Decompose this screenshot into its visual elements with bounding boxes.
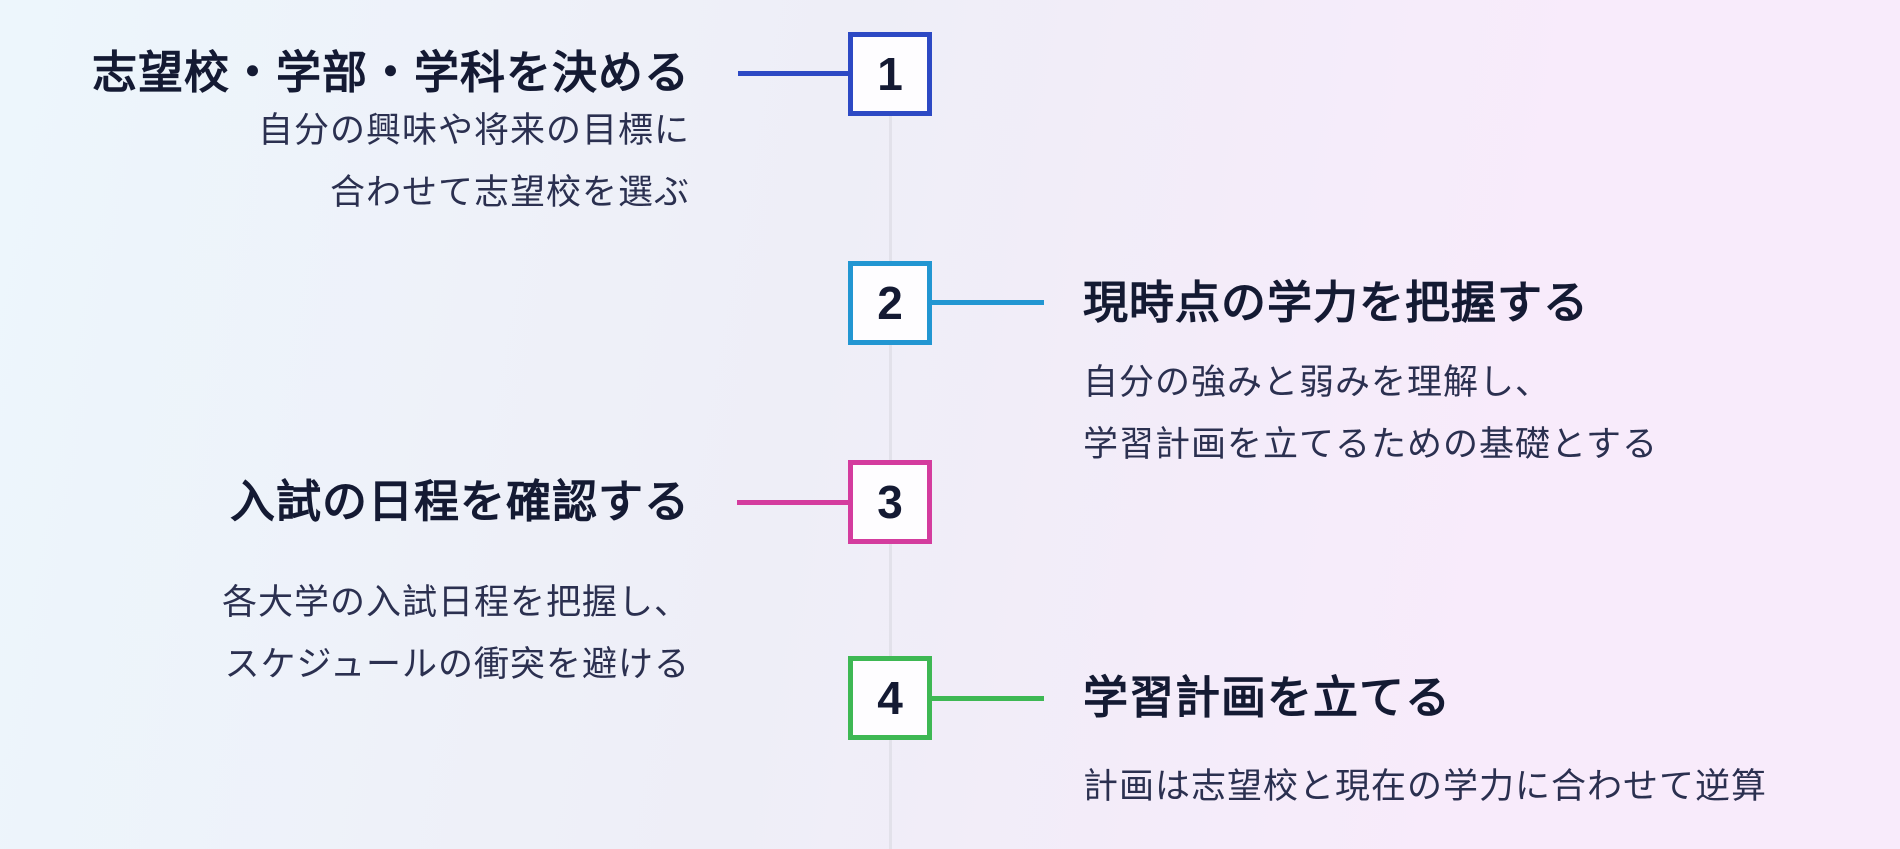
step-2-number-box: 2 xyxy=(848,261,932,345)
step-4-number-box: 4 xyxy=(848,656,932,740)
step-1-title: 志望校・学部・学科を決める xyxy=(91,47,690,98)
step-3-number-box: 3 xyxy=(848,460,932,544)
step-4-description: 計画は志望校と現在の学力に合わせて逆算 xyxy=(1083,756,1767,818)
step-3-number: 3 xyxy=(877,476,903,528)
step-2-desc-line-1: 自分の強みと弱みを理解し、 xyxy=(1083,363,1552,402)
step-2-title: 現時点の学力を把握する xyxy=(1083,277,1590,328)
step-4-desc-line-1: 計画は志望校と現在の学力に合わせて逆算 xyxy=(1083,767,1768,806)
step-3-title: 入試の日程を確認する xyxy=(229,476,690,527)
step-4-connector-line xyxy=(932,696,1044,701)
step-2-connector-line xyxy=(932,300,1044,305)
step-3-description: 各大学の入試日程を把握し、 スケジュールの衝突を避ける xyxy=(222,572,690,696)
step-3-connector-line xyxy=(737,500,849,505)
step-4-number: 4 xyxy=(877,672,903,724)
step-1-desc-line-1: 自分の興味や将来の目標に xyxy=(257,111,690,150)
step-3-desc-line-2: スケジュールの衝突を避ける xyxy=(224,645,690,684)
step-1-description: 自分の興味や将来の目標に 合わせて志望校を選ぶ xyxy=(258,100,690,224)
step-2-number: 2 xyxy=(877,277,903,329)
step-1-number: 1 xyxy=(877,48,903,100)
step-1-number-box: 1 xyxy=(848,32,932,116)
step-1-connector-line xyxy=(738,71,848,76)
step-2-description: 自分の強みと弱みを理解し、 学習計画を立てるための基礎とする xyxy=(1083,352,1658,476)
step-3-desc-line-1: 各大学の入試日程を把握し、 xyxy=(221,583,690,622)
step-1-desc-line-2: 合わせて志望校を選ぶ xyxy=(329,173,690,212)
step-4-title: 学習計画を立てる xyxy=(1083,672,1452,723)
step-2-desc-line-2: 学習計画を立てるための基礎とする xyxy=(1083,425,1658,464)
